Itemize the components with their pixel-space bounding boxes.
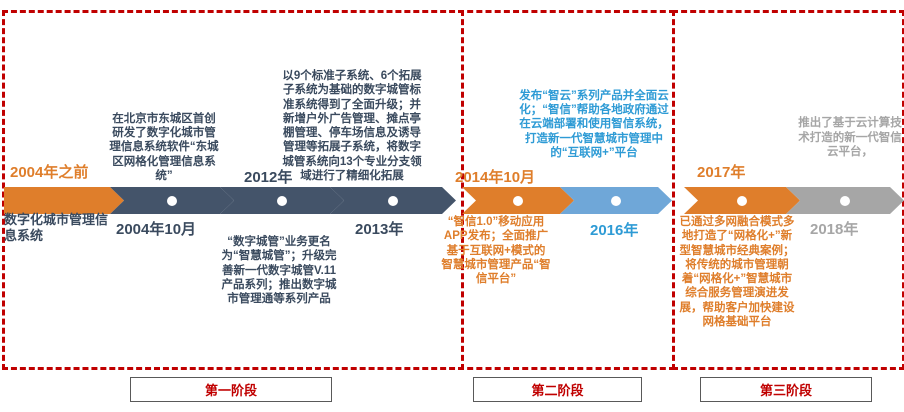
milestone-note-2004-10: 在北京市东城区首创研发了数字化城市管理信息系统软件“东城区网格化管理信息系统”	[109, 112, 219, 182]
arrow-2004-before	[4, 187, 124, 214]
milestone-date-2004-before: 2004年之前	[10, 164, 89, 181]
milestone-note-2012: “数字城管”业务更名为“智慧城管”；升级完善新一代数字城管V.11产品系列；推出…	[221, 236, 337, 305]
milestone-note-2014-10: “智信1.0”移动应用APP发布；全面推广基于互联网+模式的智慧城市管理产品“智…	[441, 216, 551, 285]
phase-label-3: 第三阶段	[700, 377, 872, 402]
phase-2-region	[458, 10, 675, 370]
milestone-dot	[513, 196, 523, 206]
milestone-date-2012: 2012年	[244, 169, 293, 186]
milestone-dot	[737, 196, 747, 206]
milestone-note-2004-before: 数字化城市管理信息系统	[4, 212, 109, 244]
arrow-2013	[330, 187, 456, 214]
phase-1-region	[2, 10, 464, 370]
milestone-dot	[840, 196, 850, 206]
milestone-date-2013: 2013年	[355, 221, 404, 238]
milestone-date-2018: 2018年	[810, 221, 859, 238]
arrow-2004-10	[110, 187, 234, 214]
phase-label-1: 第一阶段	[130, 377, 332, 402]
milestone-date-2017: 2017年	[697, 164, 746, 181]
milestone-dot	[388, 196, 398, 206]
milestone-date-2004-10: 2004年10月	[116, 221, 197, 238]
milestone-note-2016: 发布“智云”系列产品并全面云化；“智信”帮助各地政府通过在云端部署和使用智信系统…	[519, 89, 669, 159]
milestone-dot	[277, 196, 287, 206]
milestone-note-2018: 推出了基于云计算技术打造的新一代智信云平台，	[798, 117, 902, 158]
arrow-2016	[560, 187, 672, 214]
arrow-2018	[786, 187, 904, 214]
milestone-dot	[167, 196, 177, 206]
arrow-2017	[684, 187, 800, 214]
milestone-date-2014-10: 2014年10月	[455, 169, 536, 186]
arrow-2014-10	[462, 187, 574, 214]
milestone-note-2017: 已通过多网融合模式多地打造了“网格化+”新型智慧城市经典案例；将传统的城市管理朝…	[679, 216, 795, 328]
phase-3-region	[672, 10, 904, 370]
phase-label-2: 第二阶段	[473, 377, 642, 402]
milestone-dot	[611, 196, 621, 206]
milestone-note-2013: 以9个标准子系统、6个拓展子系统为基础的数字城管标准系统得到了全面升级；并新增户…	[282, 70, 422, 182]
arrow-2012	[220, 187, 344, 214]
milestone-date-2016: 2016年	[590, 222, 639, 239]
